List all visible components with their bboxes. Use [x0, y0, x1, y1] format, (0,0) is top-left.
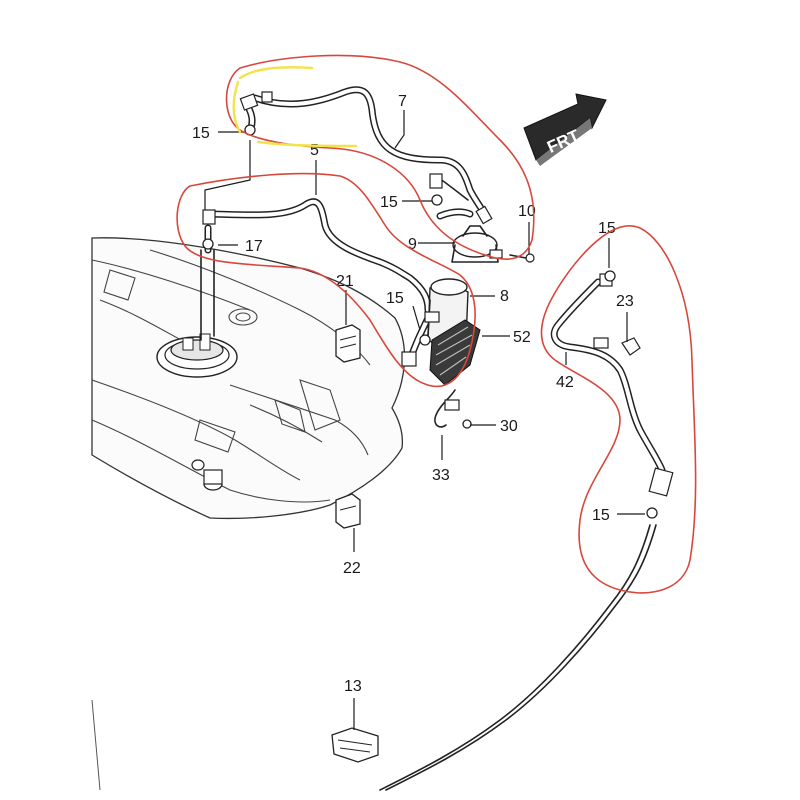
part-21-clip [335, 324, 361, 363]
lower-fuel-line [379, 524, 657, 791]
edge-line [91, 699, 101, 791]
hose-7 [239, 86, 493, 225]
callout-21: 21 [336, 273, 354, 290]
leader-lines [204, 110, 645, 730]
callout-7: 7 [398, 93, 407, 110]
hose-42 [550, 273, 674, 497]
part-52-bracket [429, 319, 481, 386]
callout-15-right-bottom: 15 [592, 507, 610, 524]
front-direction-badge: FRT [523, 93, 607, 166]
freehand-outline-middle [176, 172, 476, 388]
callout-5: 5 [310, 142, 319, 159]
freehand-outline-right [540, 225, 697, 594]
part-30-bolt [462, 419, 472, 429]
callout-15-top-left: 15 [192, 125, 210, 142]
fuel-tank [91, 237, 406, 520]
callout-10: 10 [518, 203, 536, 220]
callout-15-right-top: 15 [598, 220, 616, 237]
highlight-stroke [232, 66, 358, 148]
part-9-bracket [451, 225, 503, 263]
callout-52: 52 [513, 329, 531, 346]
callout-33: 33 [432, 467, 450, 484]
callout-17: 17 [245, 238, 263, 255]
tank-filler-stub [191, 459, 223, 491]
part-13-clip [331, 727, 379, 763]
part-23-bracket [621, 337, 641, 356]
callout-23: 23 [616, 293, 634, 310]
part-22-clip [335, 493, 361, 529]
callout-9: 9 [408, 236, 417, 253]
callout-42: 42 [556, 374, 574, 391]
callout-8: 8 [500, 288, 509, 305]
callout-30: 30 [500, 418, 518, 435]
part-33-hanger [434, 389, 460, 428]
callout-labels: 7 5 15 15 10 9 17 21 15 8 52 15 23 42 30… [192, 93, 634, 695]
callout-22: 22 [343, 560, 361, 577]
callout-13: 13 [344, 678, 362, 695]
fuel-pump-flange [156, 333, 238, 378]
callout-15-mid-upper: 15 [380, 194, 398, 211]
clamps-15 [202, 124, 658, 519]
freehand-outline-upper [225, 54, 535, 260]
pump-leads [200, 249, 215, 341]
callout-15-mid: 15 [386, 290, 404, 307]
